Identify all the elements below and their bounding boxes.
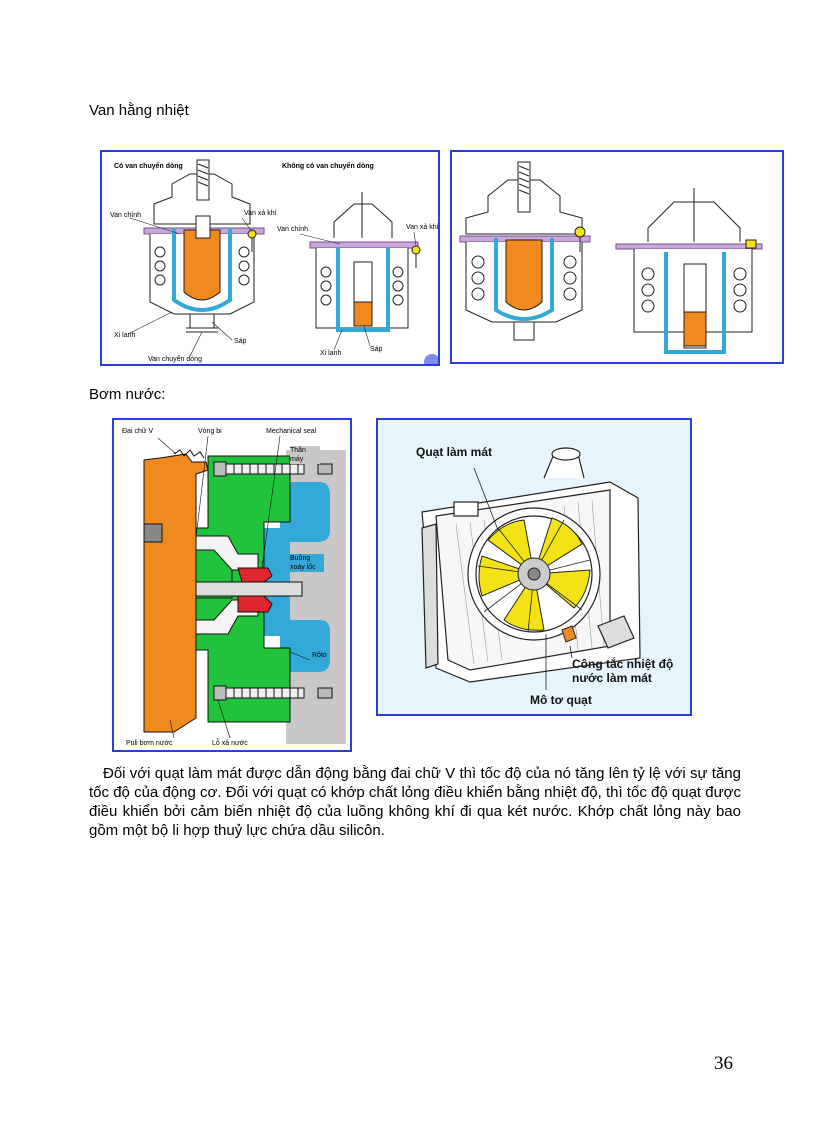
cooling-fan-diagram: Quạt làm mát Công tắc nhiệt độ nước làm … [376,418,692,716]
label-wax-1: Sáp [234,338,247,345]
thermostat-without-bypass [309,192,421,332]
label-cylinder-2: Xi lanh [320,350,342,357]
label-rotor: Rôto [312,652,327,659]
title-with-bypass: Có van chuyển dòng [114,163,183,170]
label-bearing: Vòng bi [198,428,222,435]
thermostat-drawing-2 [459,161,763,354]
label-cooling-fan: Quạt làm mát [416,445,493,459]
label-bypass-valve: Van chuyển dòng [148,356,202,363]
label-main-valve-2: Van chính [277,226,309,233]
thermostat-drawing [127,159,438,364]
label-v-belt: Đai chữ V [122,428,154,435]
title-without-bypass: Không có van chuyển dòng [282,163,374,170]
label-vortex-chamber: Buồng xoáy lốc [290,554,324,572]
water-pump-drawing [143,435,346,744]
cooling-fan-drawing [421,447,641,690]
label-block: Thân máy [290,446,320,464]
label-mechanical-seal: Mechanical seal [266,428,317,435]
thermostat-diagram-labeled: Có van chuyển dòng Không có van chuyển d… [100,150,440,366]
label-bleed-valve-2: Van xả khí [406,224,439,231]
heading-water-pump: Bơm nước: [89,386,166,403]
label-cylinder-1: Xi lanh [114,332,136,339]
label-temp-switch: Công tắc nhiệt độ nước làm mát [572,657,674,685]
body-paragraph: Đối với quạt làm mát được dẫn động bằng … [89,765,741,839]
label-pulley: Puli bơm nước [126,740,173,747]
thermostat-diagram-unlabeled [450,150,784,364]
water-pump-diagram: Đai chữ V Vòng bi Mechanical seal Thân m… [112,418,352,752]
label-wax-2: Sáp [370,346,383,353]
label-fan-motor: Mô tơ quạt [530,693,592,707]
heading-thermostat: Van hằng nhiệt [89,102,189,119]
page-number: 36 [714,1053,733,1074]
label-bleed-valve-1: Van xả khí [244,210,277,217]
label-drain-hole: Lỗ xả nước [212,740,248,747]
thermostat-with-bypass [143,159,265,333]
label-main-valve-1: Van chính [110,212,142,219]
